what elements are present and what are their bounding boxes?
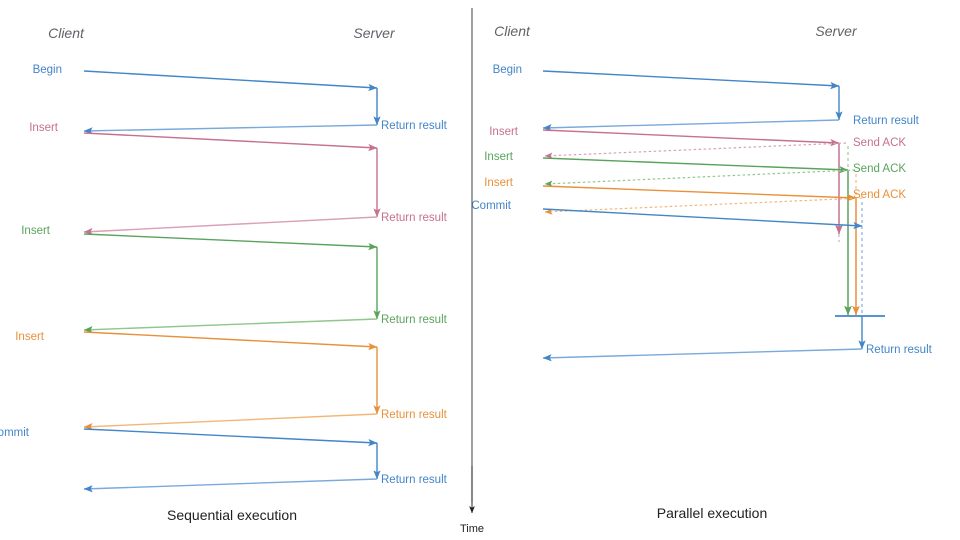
message-arrow-blue-1 xyxy=(542,119,840,132)
panel-caption: Parallel execution xyxy=(657,505,768,521)
divider-layer: Time xyxy=(460,8,484,535)
message-arrow-blue-9 xyxy=(83,478,378,493)
message-label: Return result xyxy=(381,474,448,486)
actor-label-client: Client xyxy=(48,25,85,41)
message-label: Insert xyxy=(489,126,519,138)
actor-label-server: Server xyxy=(815,23,858,39)
message-label: Return result xyxy=(853,115,920,127)
message-label: Begin xyxy=(493,64,522,76)
message-arrow-blue-9 xyxy=(542,348,863,362)
message-label: Insert xyxy=(21,225,51,237)
message-arrow-green-5 xyxy=(544,169,856,187)
message-arrow-green-4 xyxy=(542,157,849,174)
message-label: Return result xyxy=(381,409,448,421)
message-arrow-blue-0 xyxy=(542,70,840,90)
message-arrow-blue-8 xyxy=(83,428,378,447)
message-label: Send ACK xyxy=(853,189,906,201)
message-label: Commit xyxy=(471,200,511,212)
message-label: Return result xyxy=(381,212,448,224)
message-arrow-blue-1 xyxy=(83,124,378,135)
message-arrow-pink-2 xyxy=(83,132,378,152)
panel-caption: Sequential execution xyxy=(167,507,297,523)
message-label: Insert xyxy=(15,331,45,343)
message-label: Insert xyxy=(484,151,514,163)
actor-label-server: Server xyxy=(353,25,396,41)
actor-label-client: Client xyxy=(494,23,531,39)
message-label: Return result xyxy=(381,314,448,326)
message-arrow-pink-3 xyxy=(83,216,378,236)
time-axis-label: Time xyxy=(460,523,484,535)
message-arrow-green-5 xyxy=(83,318,378,334)
message-arrow-green-4 xyxy=(83,233,378,251)
message-arrow-orange-7 xyxy=(544,197,863,215)
message-label: Begin xyxy=(33,64,62,76)
message-arrow-blue-0 xyxy=(83,70,378,92)
message-label: Commit xyxy=(0,427,30,439)
message-label: Return result xyxy=(866,344,933,356)
message-label: Insert xyxy=(29,122,59,134)
message-arrow-blue-8 xyxy=(542,208,863,230)
message-label: Return result xyxy=(381,120,448,132)
message-arrow-pink-3 xyxy=(544,142,847,159)
message-label: Insert xyxy=(484,177,514,189)
message-arrow-pink-2 xyxy=(542,129,840,147)
message-arrow-orange-6 xyxy=(542,185,857,202)
message-label: Send ACK xyxy=(853,137,906,149)
message-arrow-orange-6 xyxy=(83,331,378,351)
message-arrow-orange-7 xyxy=(83,413,378,431)
message-label: Send ACK xyxy=(853,163,906,175)
